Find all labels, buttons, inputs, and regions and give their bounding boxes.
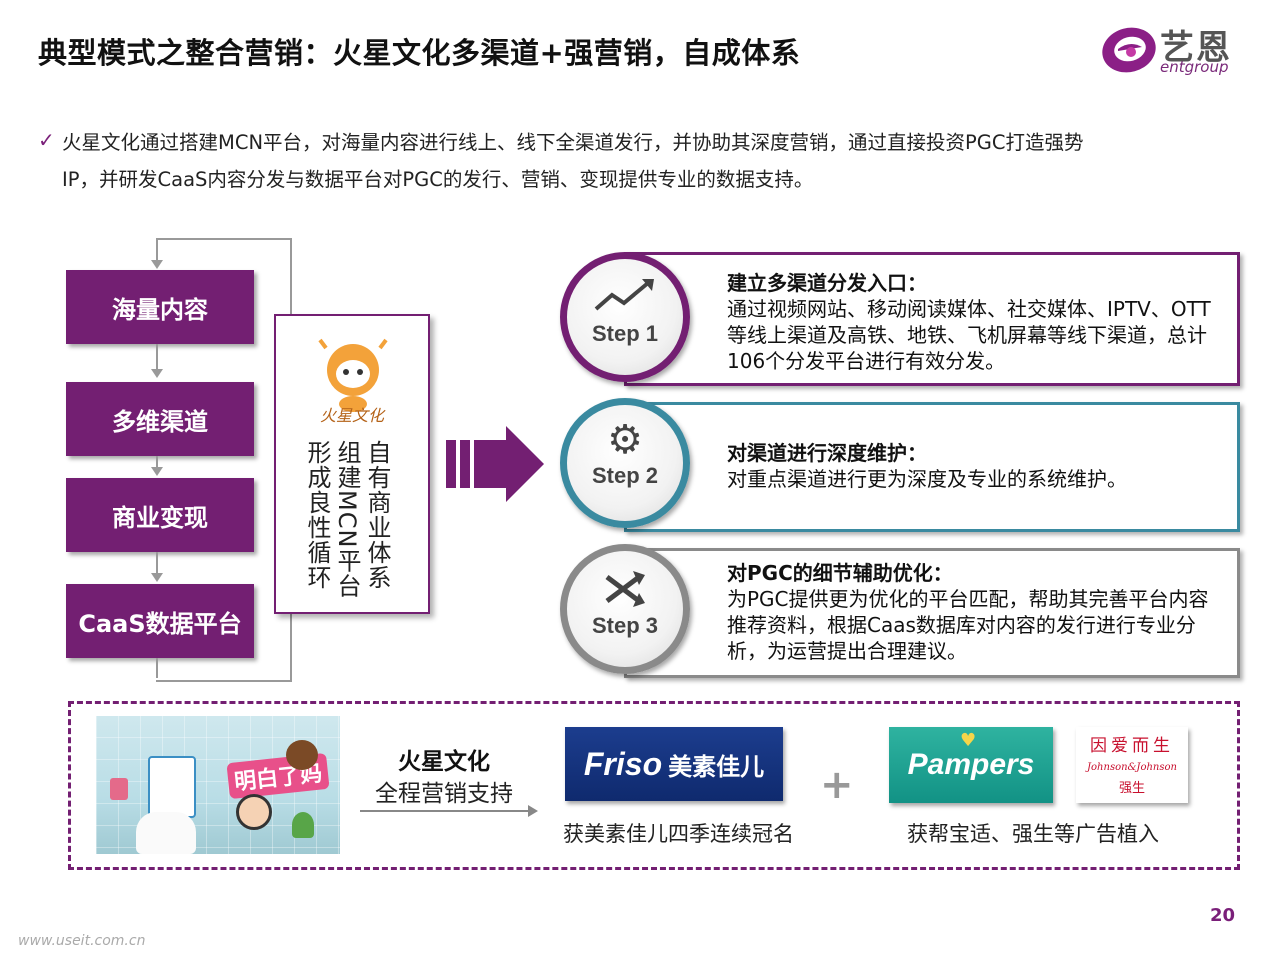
poster-face <box>236 794 272 830</box>
mcn-logo-text: 火星文化 <box>319 406 384 425</box>
connector-line <box>156 658 158 678</box>
center-title: 火星文化 <box>398 749 490 775</box>
intro-line-2: IP，并研发CaaS内容分发与数据平台对PGC的发行、营销、变现提供专业的数据支… <box>62 168 814 191</box>
poster-figure <box>148 756 196 818</box>
step-1-text: 建立多渠道分发入口： 通过视频网站、移动阅读媒体、社交媒体、IPTV、OTT等线… <box>727 270 1219 374</box>
logo-en-text: entgroup <box>1160 58 1229 76</box>
cycle-item-content: 海量内容 <box>66 270 254 344</box>
mcn-platform-box: 火星文化 自有商业体系 组建MCN平台 形成良性循环 <box>274 314 430 614</box>
page-title: 典型模式之整合营销：火星文化多渠道+强营销，自成体系 <box>38 36 801 70</box>
step-1-label: Step 1 <box>591 321 659 346</box>
friso-caption: 获美素佳儿四季连续冠名 <box>563 822 794 846</box>
cycle-item-monetize: 商业变现 <box>66 478 254 552</box>
mcn-col-3: 形成良性循环 <box>303 440 331 590</box>
poster-plant <box>292 812 314 838</box>
entgroup-logo-icon <box>1102 27 1156 73</box>
watermark: www.useit.com.cn <box>18 933 146 949</box>
step-3-box <box>624 548 1240 678</box>
friso-brand-text: Friso <box>583 745 663 782</box>
step-1-circle: Step 1 <box>560 252 690 382</box>
center-subtitle: 全程营销支持 <box>375 781 513 807</box>
jj-logo: 因爱而生 Johnson&Johnson 强生 <box>1076 727 1188 803</box>
step-2-label: Step 2 <box>591 463 659 488</box>
huoxing-mascot-icon <box>318 338 388 412</box>
step-1-body: 通过视频网站、移动阅读媒体、社交媒体、IPTV、OTT等线上渠道及高铁、地铁、飞… <box>727 297 1211 373</box>
show-poster-image: 明白了妈 <box>96 716 340 854</box>
step-3-label: Step 3 <box>591 613 659 638</box>
intro-paragraph: 火星文化通过搭建MCN平台，对海量内容进行线上、线下全渠道发行，并协助其深度营销… <box>62 124 1222 198</box>
step-2-box <box>624 402 1240 532</box>
friso-logo: Friso 美素佳儿 <box>565 727 783 801</box>
mcn-col-2: 组建MCN平台 <box>333 440 361 599</box>
friso-cn-text: 美素佳儿 <box>668 752 765 781</box>
pampers-logo: Pampers <box>889 727 1053 803</box>
step-2-text: 对渠道进行深度维护： 对重点渠道进行更为深度及专业的系统维护。 <box>727 440 1219 492</box>
poster-dispenser <box>110 778 128 800</box>
step-3-text: 对PGC的细节辅助优化： 为PGC提供更为优化的平台匹配，帮助其完善平台内容推荐… <box>727 560 1222 664</box>
step-1-box <box>624 252 1240 386</box>
big-right-arrow-icon <box>446 426 544 502</box>
arrow-down-icon <box>151 467 163 476</box>
mcn-col-1: 自有商业体系 <box>363 440 391 590</box>
center-arrow-line <box>360 810 530 812</box>
step-3-body: 为PGC提供更为优化的平台匹配，帮助其完善平台内容推荐资料，根据Caas数据库对… <box>727 587 1209 663</box>
step-1-heading: 建立多渠道分发入口： <box>727 271 927 295</box>
page-number: 20 <box>1210 905 1236 926</box>
check-icon: ✓ <box>38 128 55 152</box>
cycle-loop-top-stub <box>156 238 158 262</box>
pampers-text: Pampers <box>907 748 1035 781</box>
step-2-heading: 对渠道进行深度维护： <box>727 441 927 465</box>
center-arrow-head-icon <box>528 805 538 817</box>
cycle-item-caas: CaaS数据平台 <box>66 584 254 658</box>
connector-line <box>156 456 158 468</box>
step-2-body: 对重点渠道进行更为深度及专业的系统维护。 <box>727 467 1127 491</box>
arrow-down-icon <box>151 369 163 378</box>
marketing-support-panel <box>68 701 1240 870</box>
jj-mid-text: Johnson&Johnson <box>1087 762 1177 773</box>
step-2-circle: ⚙ Step 2 <box>560 398 690 528</box>
intro-line-1: 火星文化通过搭建MCN平台，对海量内容进行线上、线下全渠道发行，并协助其深度营销… <box>62 131 1084 154</box>
shuffle-icon <box>605 571 645 607</box>
trend-up-icon <box>594 279 654 311</box>
logo-cn-text: 艺恩 <box>1160 28 1232 68</box>
arrow-down-icon <box>151 573 163 582</box>
step-3-heading: 对PGC的细节辅助优化： <box>727 561 953 585</box>
ads-caption: 获帮宝适、强生等广告植入 <box>907 822 1159 846</box>
poster-mascot <box>286 740 318 770</box>
plus-sign: + <box>820 762 854 808</box>
jj-bot-text: 强生 <box>1118 781 1145 796</box>
poster-toilet <box>136 812 196 854</box>
connector-line <box>156 344 158 370</box>
cycle-item-channels: 多维渠道 <box>66 382 254 456</box>
connector-line <box>156 552 158 574</box>
arrow-down-icon <box>151 260 163 269</box>
pampers-heart-icon: ♥ <box>960 730 977 751</box>
gear-icon: ⚙ <box>607 417 643 463</box>
step-3-circle: Step 3 <box>560 544 690 674</box>
jj-top-text: 因爱而生 <box>1090 736 1174 756</box>
